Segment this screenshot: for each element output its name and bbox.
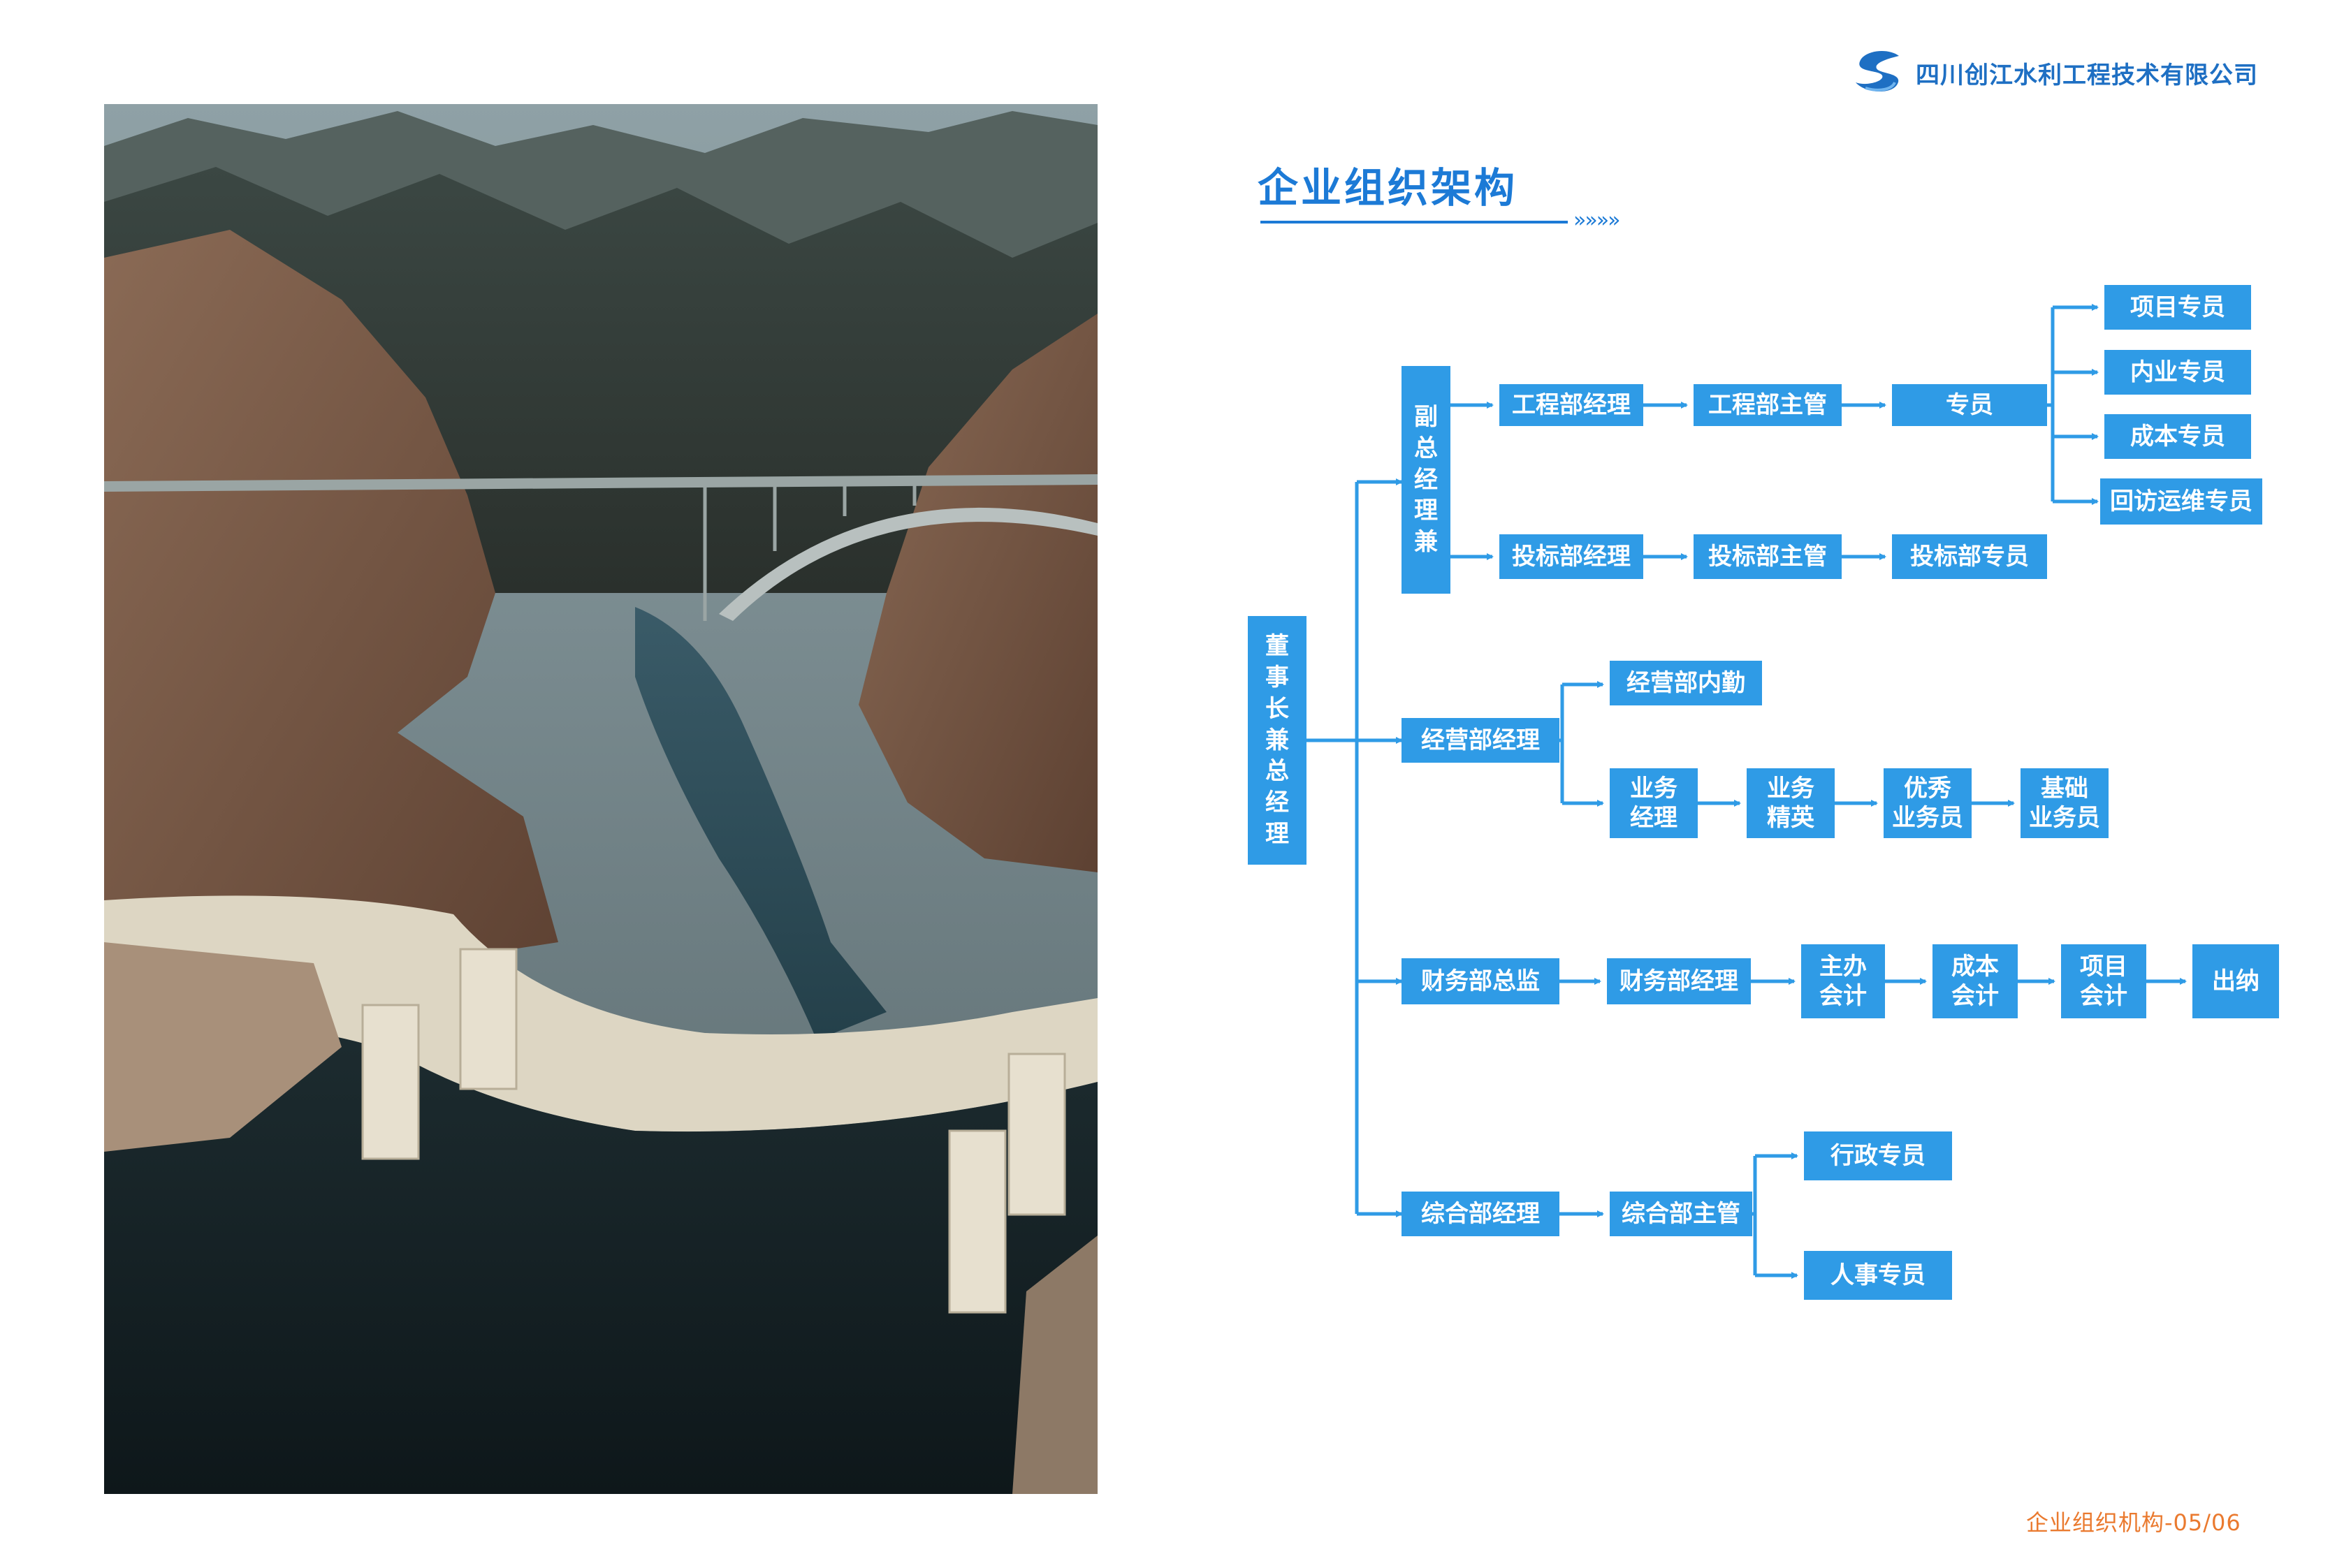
title-arrows: »»»»: [1573, 208, 1620, 233]
finance-manager-box: 财务部经理: [1607, 958, 1751, 1004]
business-elite-box: 业务 精英: [1747, 768, 1835, 838]
section-title: 企业组织架构: [1258, 164, 1518, 212]
engineering-supervisor-box: 工程部主管: [1694, 384, 1842, 426]
company-name: 四川创江水利工程技术有限公司: [1916, 61, 2258, 89]
general-supervisor-box: 综合部主管: [1610, 1192, 1752, 1236]
company-header: 四川创江水利工程技术有限公司: [1851, 49, 2258, 96]
cost-accountant-box: 成本 会计: [1932, 944, 2018, 1018]
basic-salesperson-box: 基础 业务员: [2021, 768, 2109, 838]
chairman-label: 董事长兼总经理: [1265, 631, 1289, 849]
project-accountant-box: 项目 会计: [2061, 944, 2146, 1018]
engineering-specialist-box: 专员: [1892, 384, 2047, 426]
swirl-s-logo-icon: [1856, 51, 1899, 92]
admin-specialist-box: 行政专员: [1804, 1131, 1952, 1180]
excellent-salesperson-box: 优秀 业务员: [1884, 768, 1972, 838]
bidding-manager-box: 投标部经理: [1499, 534, 1643, 579]
cashier-box: 出纳: [2192, 944, 2279, 1018]
chairman-box: 董事长兼总经理: [1248, 616, 1306, 865]
vice-gm-box: 副总经理兼: [1402, 366, 1450, 594]
project-specialist-box: 项目专员: [2104, 285, 2251, 330]
cost-specialist-box: 成本专员: [2104, 414, 2251, 459]
engineering-manager-box: 工程部经理: [1499, 384, 1643, 426]
title-underline: [1260, 221, 1568, 224]
general-manager-box: 综合部经理: [1402, 1192, 1559, 1236]
chief-accountant-box: 主办 会计: [1801, 944, 1885, 1018]
bidding-supervisor-box: 投标部主管: [1694, 534, 1842, 579]
hr-specialist-box: 人事专员: [1804, 1251, 1952, 1300]
operations-manager-box: 经营部经理: [1402, 718, 1559, 763]
revisit-maintenance-specialist-box: 回访运维专员: [2100, 478, 2262, 525]
page-footer: 企业组织机构-05/06: [2026, 1509, 2241, 1536]
operations-clerk-box: 经营部内勤: [1610, 661, 1762, 705]
internal-specialist-box: 内业专员: [2104, 350, 2251, 395]
vice-gm-label: 副总经理兼: [1414, 402, 1438, 557]
bidding-specialist-box: 投标部专员: [1892, 534, 2047, 579]
business-manager-box: 业务 经理: [1610, 768, 1698, 838]
dam-canyon-photo: [104, 104, 1098, 1494]
finance-director-box: 财务部总监: [1402, 958, 1559, 1004]
